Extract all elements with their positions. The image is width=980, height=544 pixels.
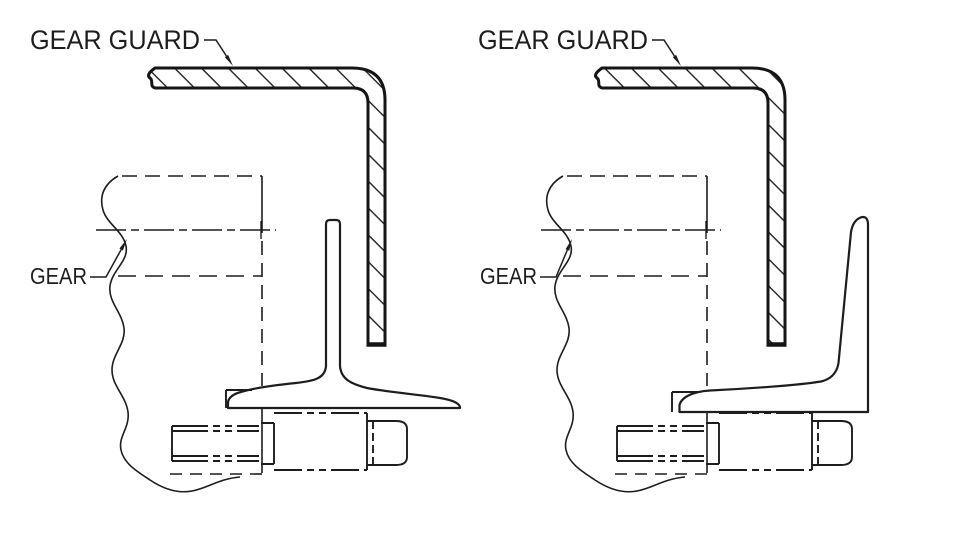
gear-guard-label: GEAR GUARD xyxy=(30,25,200,55)
gear-label: GEAR xyxy=(30,263,87,289)
gear-guard-section xyxy=(594,66,787,346)
gear-outline xyxy=(541,175,721,493)
spacer-block-edges xyxy=(225,389,252,408)
angle-bracket-profile xyxy=(678,215,870,414)
gear-guard-leader-arrowhead xyxy=(672,54,681,66)
gear-break-line xyxy=(100,175,241,493)
stud-thread-lines xyxy=(617,425,704,462)
gear-guard-section xyxy=(147,66,387,346)
gear-leader-arrowhead xyxy=(119,239,127,251)
gear-leader-line xyxy=(90,249,122,278)
gear-break-line xyxy=(545,175,686,493)
washer-edges xyxy=(706,422,720,465)
bolt-assembly xyxy=(171,412,408,471)
tee-rail-section xyxy=(225,218,462,410)
bolt-assembly xyxy=(616,412,853,471)
gear-label: GEAR xyxy=(480,263,537,289)
angle-bracket-section xyxy=(671,215,870,414)
nut-outline xyxy=(812,420,853,466)
gear-guard-leader-line xyxy=(652,39,676,57)
stud-thread-lines xyxy=(172,425,259,462)
gear-guard-label: GEAR GUARD xyxy=(478,25,648,55)
panel-right-angle-bracket-detail: GEAR GUARD GEAR xyxy=(478,25,870,493)
panel-left-tee-rail-detail: GEAR GUARD GEAR xyxy=(30,25,462,493)
sleeve-phantom-edges xyxy=(274,412,367,471)
gear-leader-line xyxy=(540,249,568,278)
sleeve-phantom-edges xyxy=(719,412,812,471)
spacer-block-edges xyxy=(671,391,698,412)
gear-guard-leader-arrowhead xyxy=(224,54,233,66)
gear-guard-leader-line xyxy=(204,39,228,57)
gear-leader-arrowhead xyxy=(565,239,572,251)
tee-rail-profile xyxy=(226,218,462,410)
nut-outline xyxy=(367,420,408,466)
washer-edges xyxy=(261,422,275,465)
gear-outline xyxy=(96,175,276,493)
